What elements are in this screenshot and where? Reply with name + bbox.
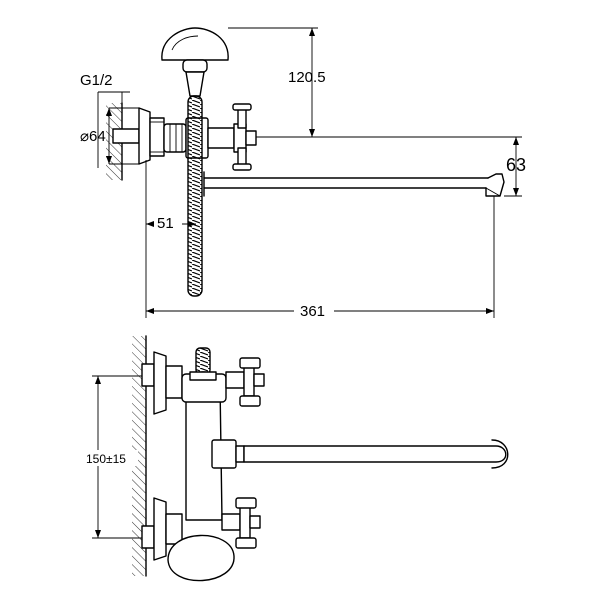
dimension-length: 361 [146,196,495,320]
height-label: 120.5 [288,69,326,86]
thread-label: G1/2 [80,72,113,89]
hose-connector-front [189,347,217,381]
dimension-offset: 51 [145,160,196,318]
mixer-body-front [167,371,237,582]
cross-handle-top [232,103,257,171]
diameter-label: ⌀64 [80,128,106,145]
top-view: 120.5 63 G1/2 ⌀64 [80,27,526,320]
wall-hatch-front [132,336,146,576]
shower-holder-top [161,27,229,97]
offset-label: 51 [157,215,174,232]
spout-front [235,439,509,469]
upper-eccentric-front [141,351,183,415]
dimension-spout-height: 63 [256,136,526,197]
lower-eccentric-front [141,497,183,561]
lower-handle-front [221,497,261,549]
spout-height-label: 63 [506,155,526,175]
length-label: 361 [300,303,325,320]
front-view: 150±15 [84,335,509,582]
dimension-thread: G1/2 [80,72,130,168]
shower-hose-top [187,95,203,297]
spout-top [203,171,505,197]
dimension-diameter: ⌀64 [80,107,139,165]
dimension-spacing: 150±15 [84,375,142,539]
spacing-label: 150±15 [86,452,126,466]
wall-eccentric-top [112,107,165,165]
upper-handle-front [225,357,265,407]
